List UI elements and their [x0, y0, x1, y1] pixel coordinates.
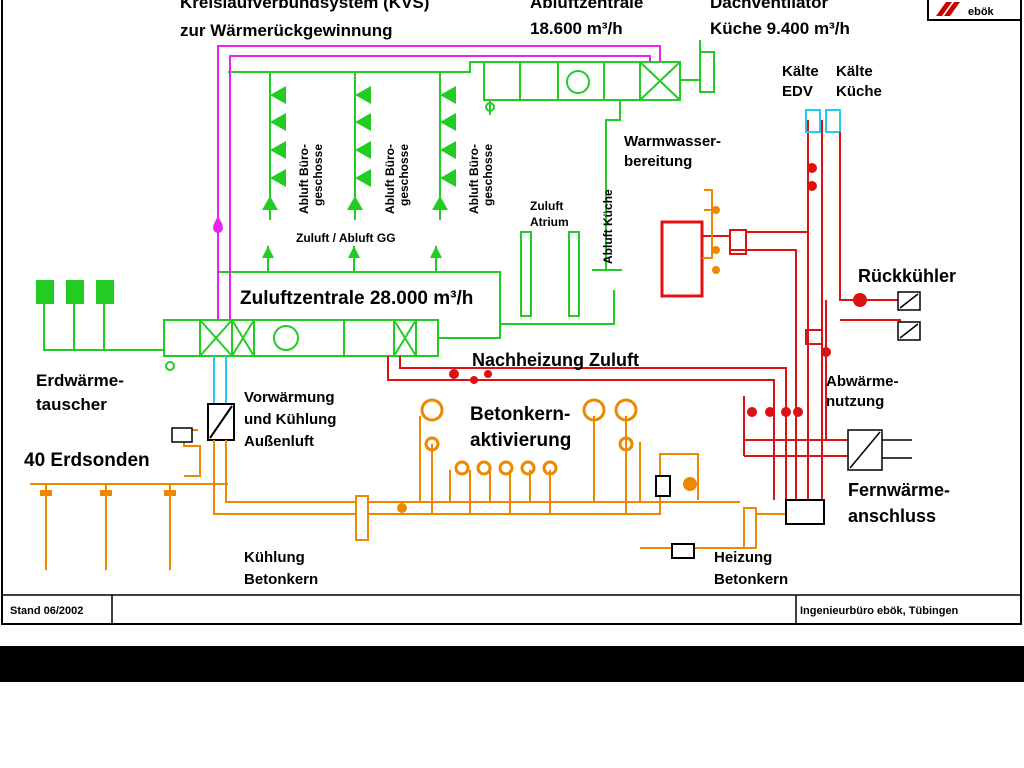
vorwaermung-label-1: Vorwärmung [244, 389, 335, 406]
abwaerme-label-2: nutzung [826, 393, 884, 410]
exhaust-air-unit [483, 61, 681, 101]
concrete-core-coils [420, 398, 638, 476]
black-band [0, 646, 1024, 682]
earth-heat-exchanger-intakes [36, 280, 114, 304]
abluft-buero-2a: Abluft Büro- [383, 144, 397, 214]
recooler-units [897, 291, 921, 341]
roof-fan-title: Dachventilator [710, 0, 828, 12]
fernwaerme-label-2: anschluss [848, 506, 936, 526]
erdwaerme-label-1: Erdwärme- [36, 371, 124, 390]
zuluftzentrale-label: Zuluftzentrale 28.000 m³/h [240, 288, 473, 309]
abluft-buero-1a: Abluft Büro- [297, 144, 311, 214]
zuluft-atrium-label-2: Atrium [530, 215, 569, 229]
chiller-edv [805, 109, 821, 133]
abluft-buero-3a: Abluft Büro- [467, 144, 481, 214]
kvs-loop [213, 45, 661, 320]
kaelte-kueche-label-1: Kälte [836, 63, 873, 80]
abluft-kueche-label: Abluft Küche [601, 189, 615, 264]
erdwaerme-label-2: tauscher [36, 395, 107, 414]
ventilation-network [43, 40, 715, 371]
roof-fan-flow: Küche 9.400 m³/h [710, 19, 850, 38]
heating-network [387, 109, 901, 500]
exhaust-central-title: Abluftzentrale [530, 0, 643, 12]
diagram-frame [1, 0, 1022, 625]
betonkern-label-1: Betonkern- [470, 404, 570, 425]
kuehlung-label-1: Kühlung [244, 549, 305, 566]
vorwaermung-label-3: Außenluft [244, 433, 314, 450]
zuluft-abluft-gg-label: Zuluft / Abluft GG [296, 231, 396, 245]
fernwaerme-label-1: Fernwärme- [848, 480, 950, 500]
kaelte-edv-label-2: EDV [782, 83, 813, 100]
erdsonden-label: 40 Erdsonden [24, 450, 150, 471]
heat-exchanger-reject [805, 329, 823, 345]
exhaust-central-flow: 18.600 m³/h [530, 19, 623, 38]
kuehlung-label-2: Betonkern [244, 571, 318, 588]
geothermal-network [30, 189, 825, 570]
nachheizung-label: Nachheizung Zuluft [472, 350, 639, 370]
kvs-title: Kreislaufverbundsystem (KVS) [180, 0, 429, 12]
heating-valves [449, 163, 867, 417]
logo-text: ebök [968, 6, 995, 18]
warmwasser-label-2: bereitung [624, 153, 692, 170]
credit-label: Ingenieurbüro ebök, Tübingen [800, 605, 959, 617]
district-heating-exchanger [847, 429, 912, 471]
control-box [171, 427, 193, 443]
chiller-kueche [825, 109, 841, 133]
ebok-logo: ebök [927, 0, 1022, 21]
hvac-schematic: ebök [1, 0, 1022, 625]
warmwasser-label-1: Warmwasser- [624, 133, 721, 150]
stand-label: Stand 06/2002 [10, 605, 83, 617]
kvs-subtitle: zur Wärmerückgewinnung [180, 21, 393, 40]
floor-exhaust-arrows [262, 86, 456, 258]
ground-probe-heads [40, 206, 720, 513]
abluft-buero-3b: geschosse [481, 144, 495, 206]
kaelte-edv-label-1: Kälte [782, 63, 819, 80]
vorwaermung-label-2: und Kühlung [244, 411, 336, 428]
heizung-label-2: Betonkern [714, 571, 788, 588]
abwaerme-label-1: Abwärme- [826, 373, 899, 390]
abluft-buero-2b: geschosse [397, 144, 411, 206]
betonkern-label-2: aktivierung [470, 430, 571, 451]
outdoor-air-line [213, 356, 227, 404]
rueckkuehler-label: Rückkühler [858, 266, 956, 286]
kaelte-kueche-label-2: Küche [836, 83, 882, 100]
atrium-supply-duct-1 [520, 231, 532, 317]
hot-water-tank [660, 220, 704, 298]
labels: Kreislaufverbundsystem (KVS) zur Wärmerü… [10, 0, 959, 617]
atrium-supply-duct-2 [568, 231, 580, 317]
heizung-label-1: Heizung [714, 549, 772, 566]
zuluft-atrium-label-1: Zuluft [530, 199, 563, 213]
supply-air-unit [163, 319, 439, 357]
abluft-buero-1b: geschosse [311, 144, 325, 206]
